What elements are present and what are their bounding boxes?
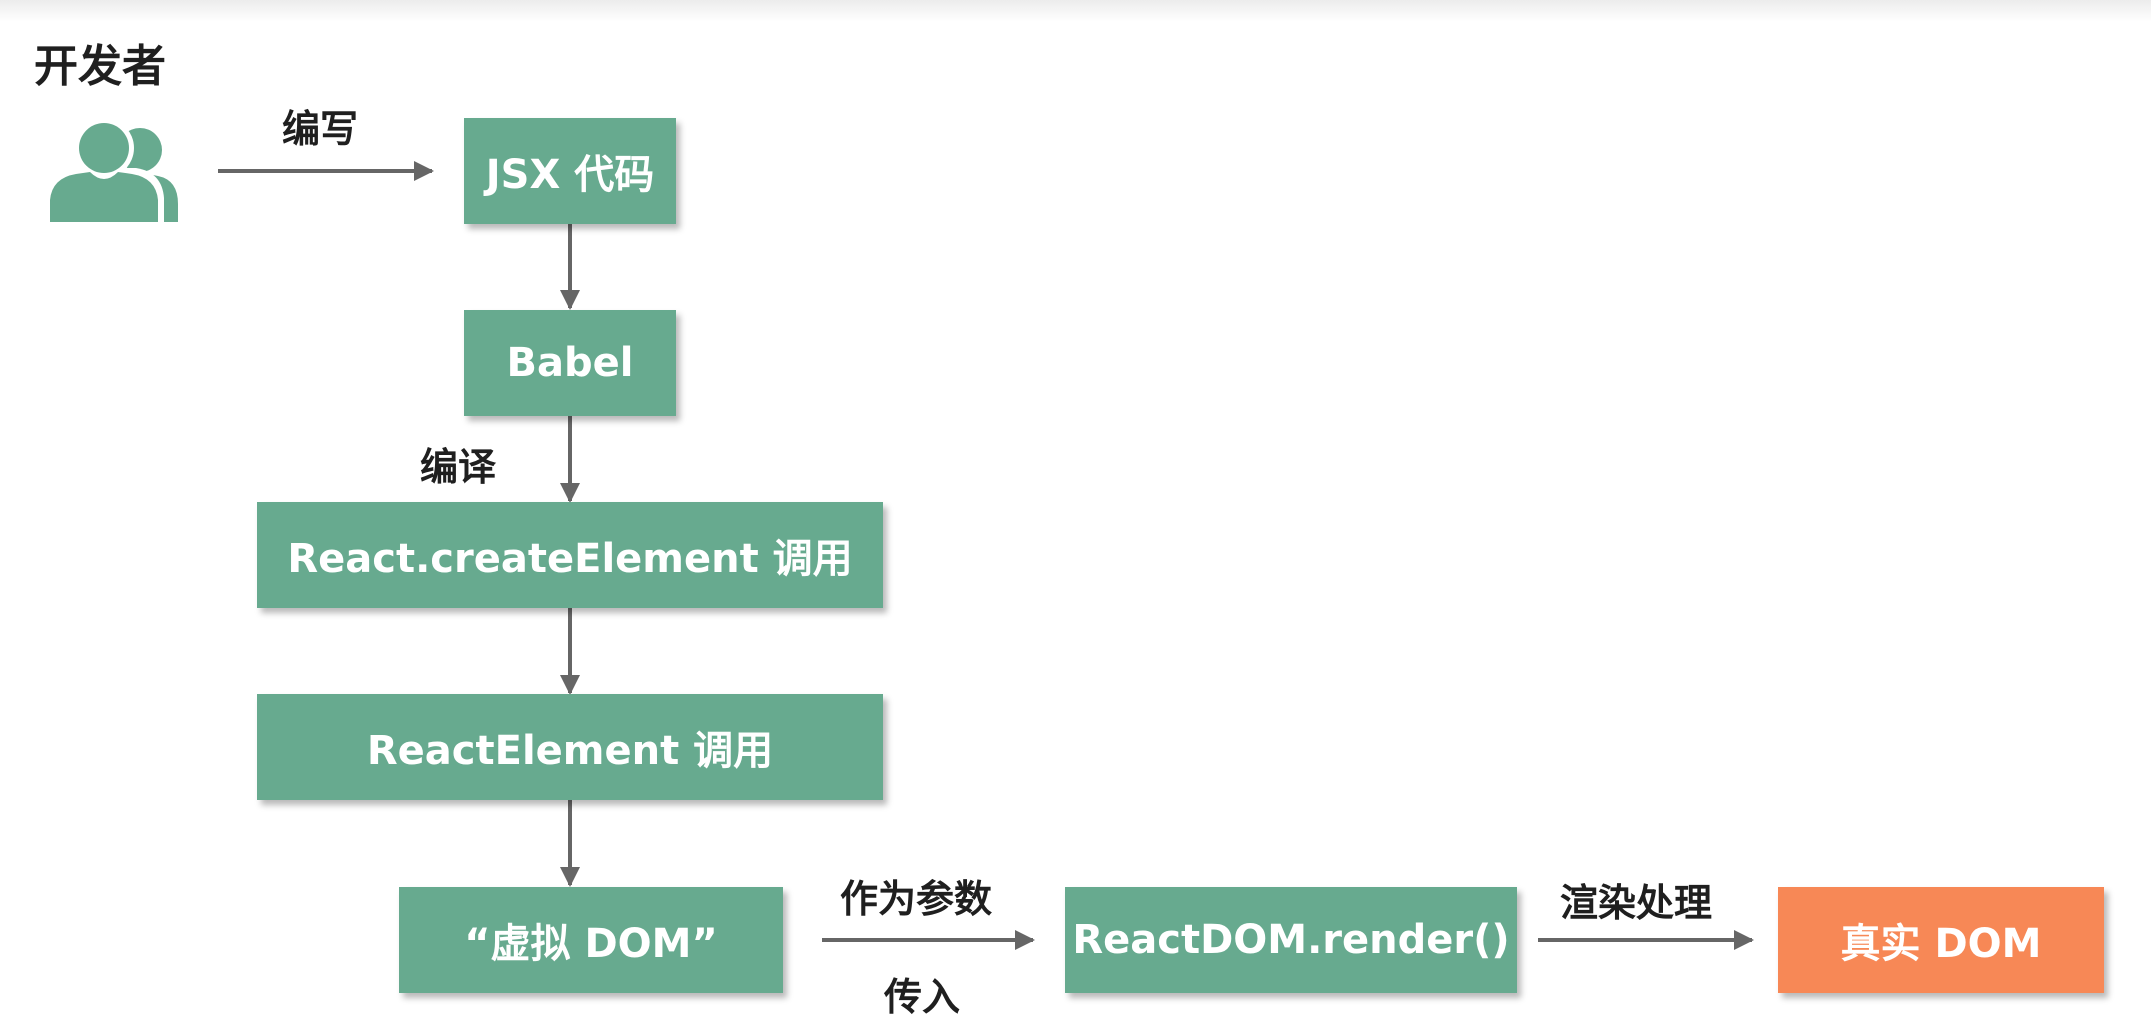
node-react-element: ReactElement 调用: [257, 694, 883, 800]
node-babel: Babel: [464, 310, 676, 416]
node-jsx-code: JSX 代码: [464, 118, 676, 224]
edge-label-write: 编写: [282, 107, 359, 151]
edge-label-pass-in: 传入: [884, 975, 961, 1019]
actor-label: 开发者: [34, 41, 166, 92]
node-virtual-dom: “虚拟 DOM”: [399, 887, 783, 993]
node-create-element: React.createElement 调用: [257, 502, 883, 608]
top-bar: [0, 0, 2151, 22]
edge-label-render: 渲染处理: [1560, 881, 1713, 925]
node-real-dom: 真实 DOM: [1778, 887, 2104, 993]
edge-label-compile: 编译: [420, 445, 497, 489]
node-reactdom-render: ReactDOM.render(): [1065, 887, 1517, 993]
users-icon: [44, 114, 184, 226]
edge-label-as-param: 作为参数: [840, 877, 993, 921]
